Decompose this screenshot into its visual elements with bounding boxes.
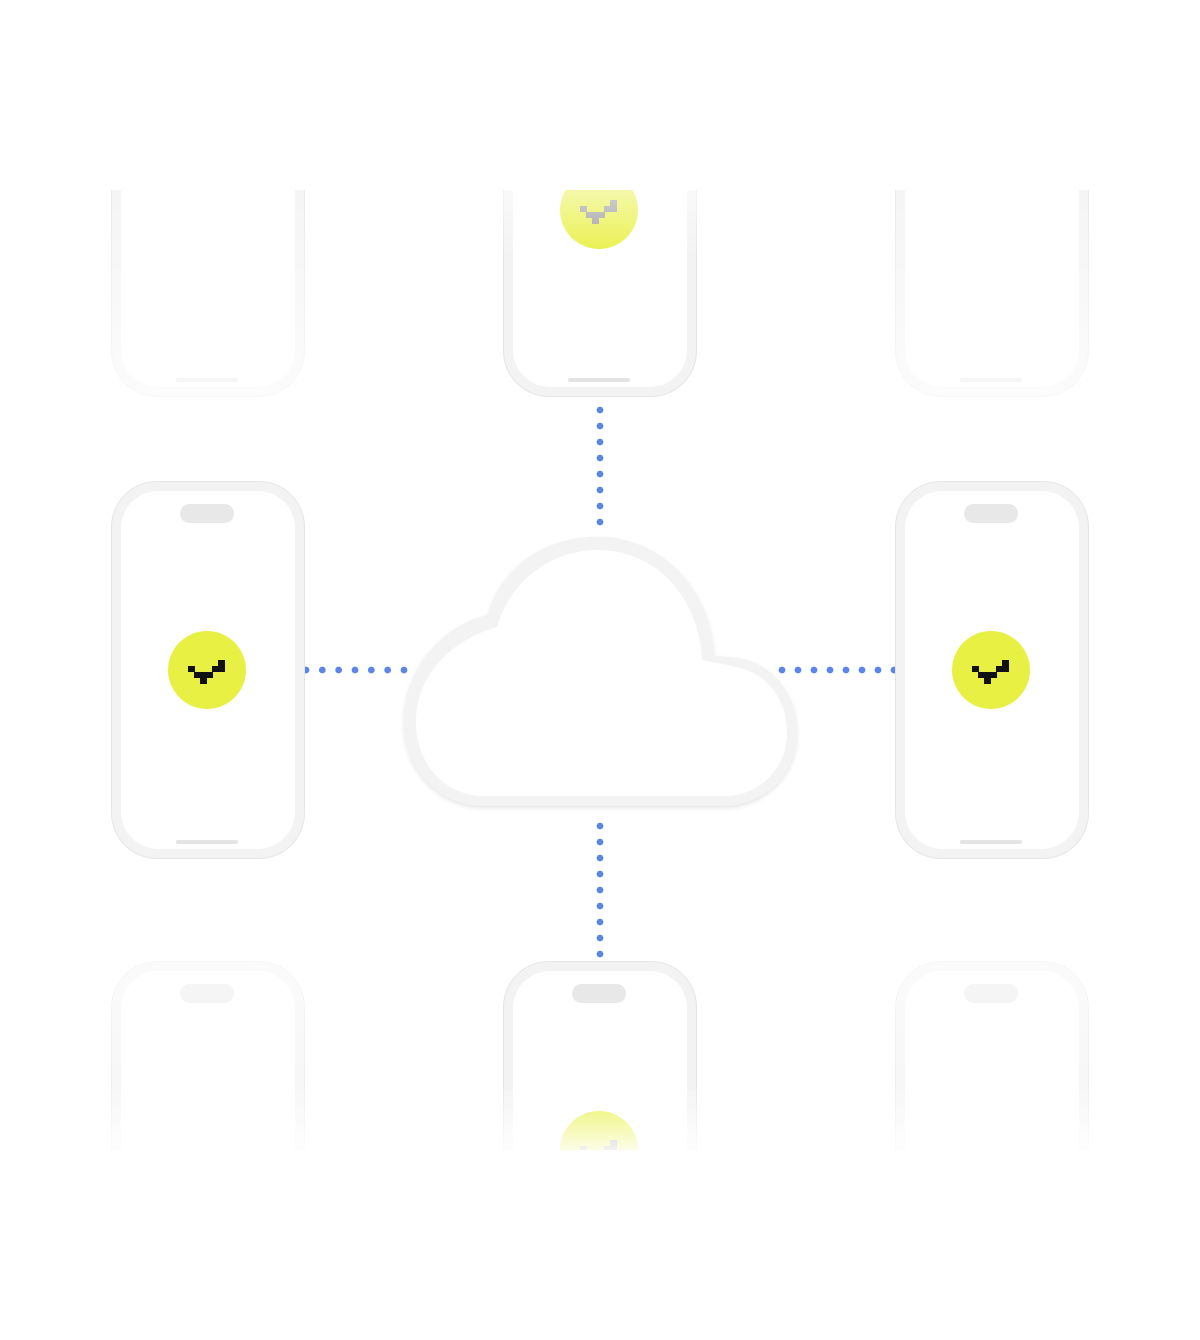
- connector-phone-top-center: [596, 406, 604, 526]
- check-badge-icon: [168, 631, 246, 709]
- home-indicator: [176, 1320, 238, 1324]
- check-badge-icon: [952, 631, 1030, 709]
- checkmark-icon: [972, 660, 1009, 684]
- phone-top-left: [110, 42, 306, 402]
- dynamic-island: [572, 984, 626, 1003]
- home-indicator: [568, 378, 630, 382]
- home-indicator: [568, 1320, 630, 1324]
- connector-lines: [302, 406, 898, 958]
- phone-bottom-left: [110, 960, 306, 1324]
- phones: [110, 42, 1090, 1324]
- home-indicator: [960, 1320, 1022, 1324]
- phone-top-center: [502, 42, 698, 397]
- dynamic-island: [964, 42, 1018, 61]
- phone-bottom-center: [502, 961, 698, 1324]
- dynamic-island: [180, 504, 234, 523]
- home-indicator: [960, 840, 1022, 844]
- phone-bottom-right: [894, 960, 1090, 1324]
- dynamic-island: [180, 42, 234, 61]
- connector-phone-middle-left: [302, 666, 408, 674]
- cloud-icon: [404, 537, 797, 806]
- phone-middle-left: [111, 481, 305, 859]
- dynamic-island: [964, 504, 1018, 523]
- phone-middle-right: [895, 481, 1089, 859]
- phone-top-right: [894, 42, 1090, 402]
- dynamic-island: [572, 42, 626, 61]
- connector-phone-bottom-center: [596, 822, 604, 958]
- connector-phone-middle-right: [778, 666, 898, 674]
- checkmark-icon: [188, 660, 225, 684]
- home-indicator: [176, 840, 238, 844]
